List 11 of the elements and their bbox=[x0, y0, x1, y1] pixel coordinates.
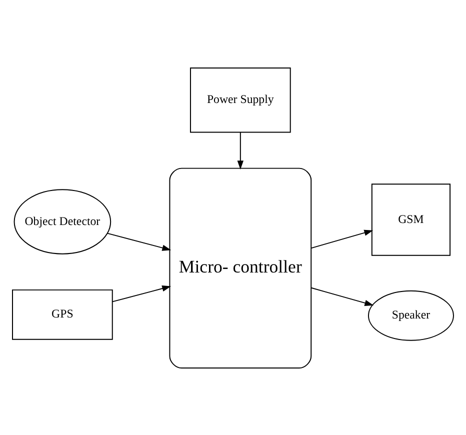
node-ellipse: Speaker bbox=[368, 290, 454, 340]
node-ellipse: Object Detector bbox=[14, 188, 112, 254]
node-box: GPS bbox=[12, 288, 113, 340]
arrow bbox=[106, 232, 172, 250]
arrow bbox=[112, 284, 172, 302]
arrow bbox=[310, 229, 374, 248]
node-box: Power Supply bbox=[190, 66, 291, 132]
node-box: GSM bbox=[371, 183, 451, 256]
arrow bbox=[237, 131, 244, 170]
node-box: Micro- controller bbox=[169, 167, 312, 368]
arrow bbox=[310, 286, 374, 306]
